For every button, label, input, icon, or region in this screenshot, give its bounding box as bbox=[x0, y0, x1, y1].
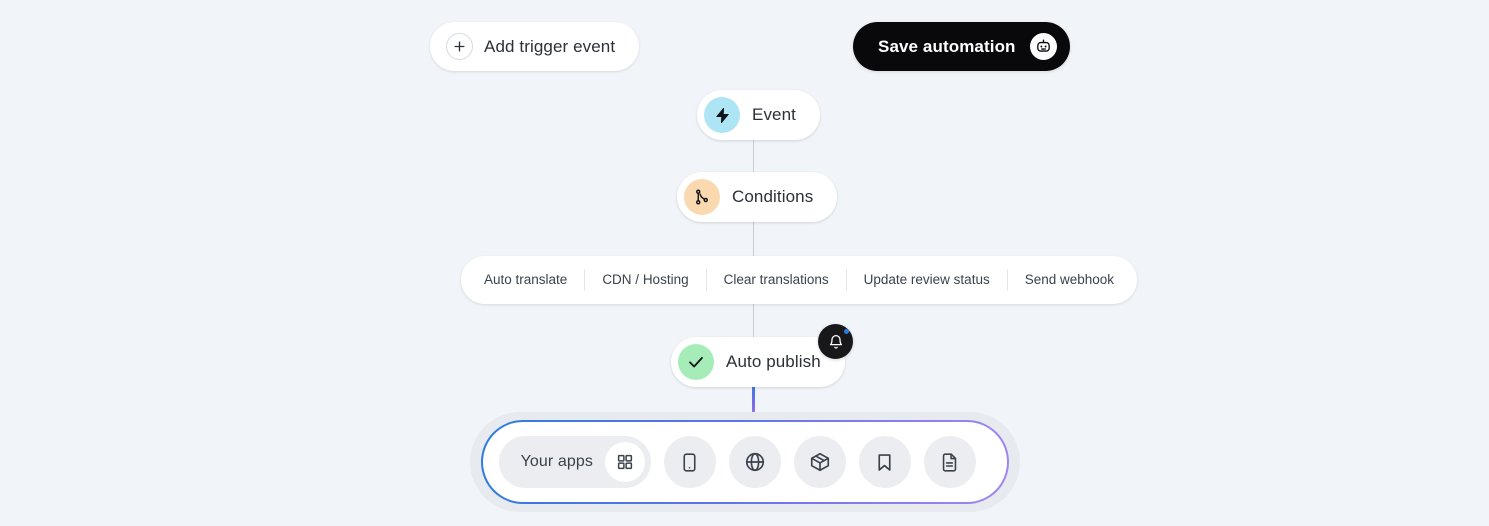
your-apps-button[interactable]: Your apps bbox=[498, 436, 651, 488]
save-automation-button[interactable]: Save automation bbox=[853, 22, 1070, 71]
app-button-package[interactable] bbox=[793, 436, 846, 488]
chip-divider bbox=[845, 269, 847, 291]
connector-chips-to-publish bbox=[753, 303, 754, 338]
condition-chip-cdn-hosting[interactable]: CDN / Hosting bbox=[602, 272, 689, 287]
robot-icon bbox=[1029, 33, 1057, 60]
flow-node-conditions-label: Conditions bbox=[732, 187, 814, 206]
grid-icon bbox=[604, 442, 645, 482]
condition-chip-clear-translations[interactable]: Clear translations bbox=[723, 272, 829, 287]
add-trigger-event-label: Add trigger event bbox=[484, 36, 616, 56]
notification-unread-dot bbox=[844, 329, 849, 334]
document-text-icon bbox=[943, 452, 957, 472]
condition-chip-send-webhook[interactable]: Send webhook bbox=[1024, 272, 1115, 287]
add-trigger-event-button[interactable]: Add trigger event bbox=[430, 22, 640, 71]
check-circle-icon bbox=[678, 344, 714, 380]
package-box-icon bbox=[810, 452, 830, 472]
connector-event-to-conditions bbox=[753, 138, 754, 172]
bell-icon bbox=[829, 334, 842, 349]
app-button-document[interactable] bbox=[923, 436, 976, 488]
lightning-bolt-icon bbox=[704, 97, 740, 133]
globe-icon bbox=[745, 452, 765, 472]
chip-divider bbox=[584, 269, 586, 291]
chip-divider bbox=[1006, 269, 1008, 291]
flow-node-auto-publish[interactable]: Auto publish bbox=[671, 337, 845, 387]
condition-chip-auto-translate[interactable]: Auto translate bbox=[484, 272, 568, 287]
app-button-mobile-device[interactable] bbox=[663, 436, 716, 488]
plus-icon bbox=[446, 33, 473, 60]
chip-divider bbox=[705, 269, 707, 291]
flow-node-auto-publish-label: Auto publish bbox=[726, 352, 821, 371]
condition-chip-update-review-status[interactable]: Update review status bbox=[863, 272, 990, 287]
condition-chip-bar: Auto translate CDN / Hosting Clear trans… bbox=[461, 256, 1138, 304]
notification-badge[interactable] bbox=[818, 324, 853, 359]
flow-node-conditions[interactable]: Conditions bbox=[677, 172, 838, 222]
git-branch-icon bbox=[684, 179, 720, 215]
connector-conditions-to-chips bbox=[753, 222, 754, 258]
save-automation-label: Save automation bbox=[878, 36, 1016, 56]
app-dock: Your apps bbox=[481, 420, 1009, 504]
your-apps-label: Your apps bbox=[520, 453, 593, 470]
flow-node-event[interactable]: Event bbox=[697, 90, 820, 140]
app-button-bookmark[interactable] bbox=[858, 436, 911, 488]
flow-node-event-label: Event bbox=[752, 105, 796, 124]
mobile-device-icon bbox=[683, 452, 697, 472]
app-dock-inner: Your apps bbox=[482, 421, 1008, 503]
bookmark-icon bbox=[878, 453, 892, 471]
app-button-globe[interactable] bbox=[728, 436, 781, 488]
connector-publish-to-dock bbox=[752, 384, 755, 417]
